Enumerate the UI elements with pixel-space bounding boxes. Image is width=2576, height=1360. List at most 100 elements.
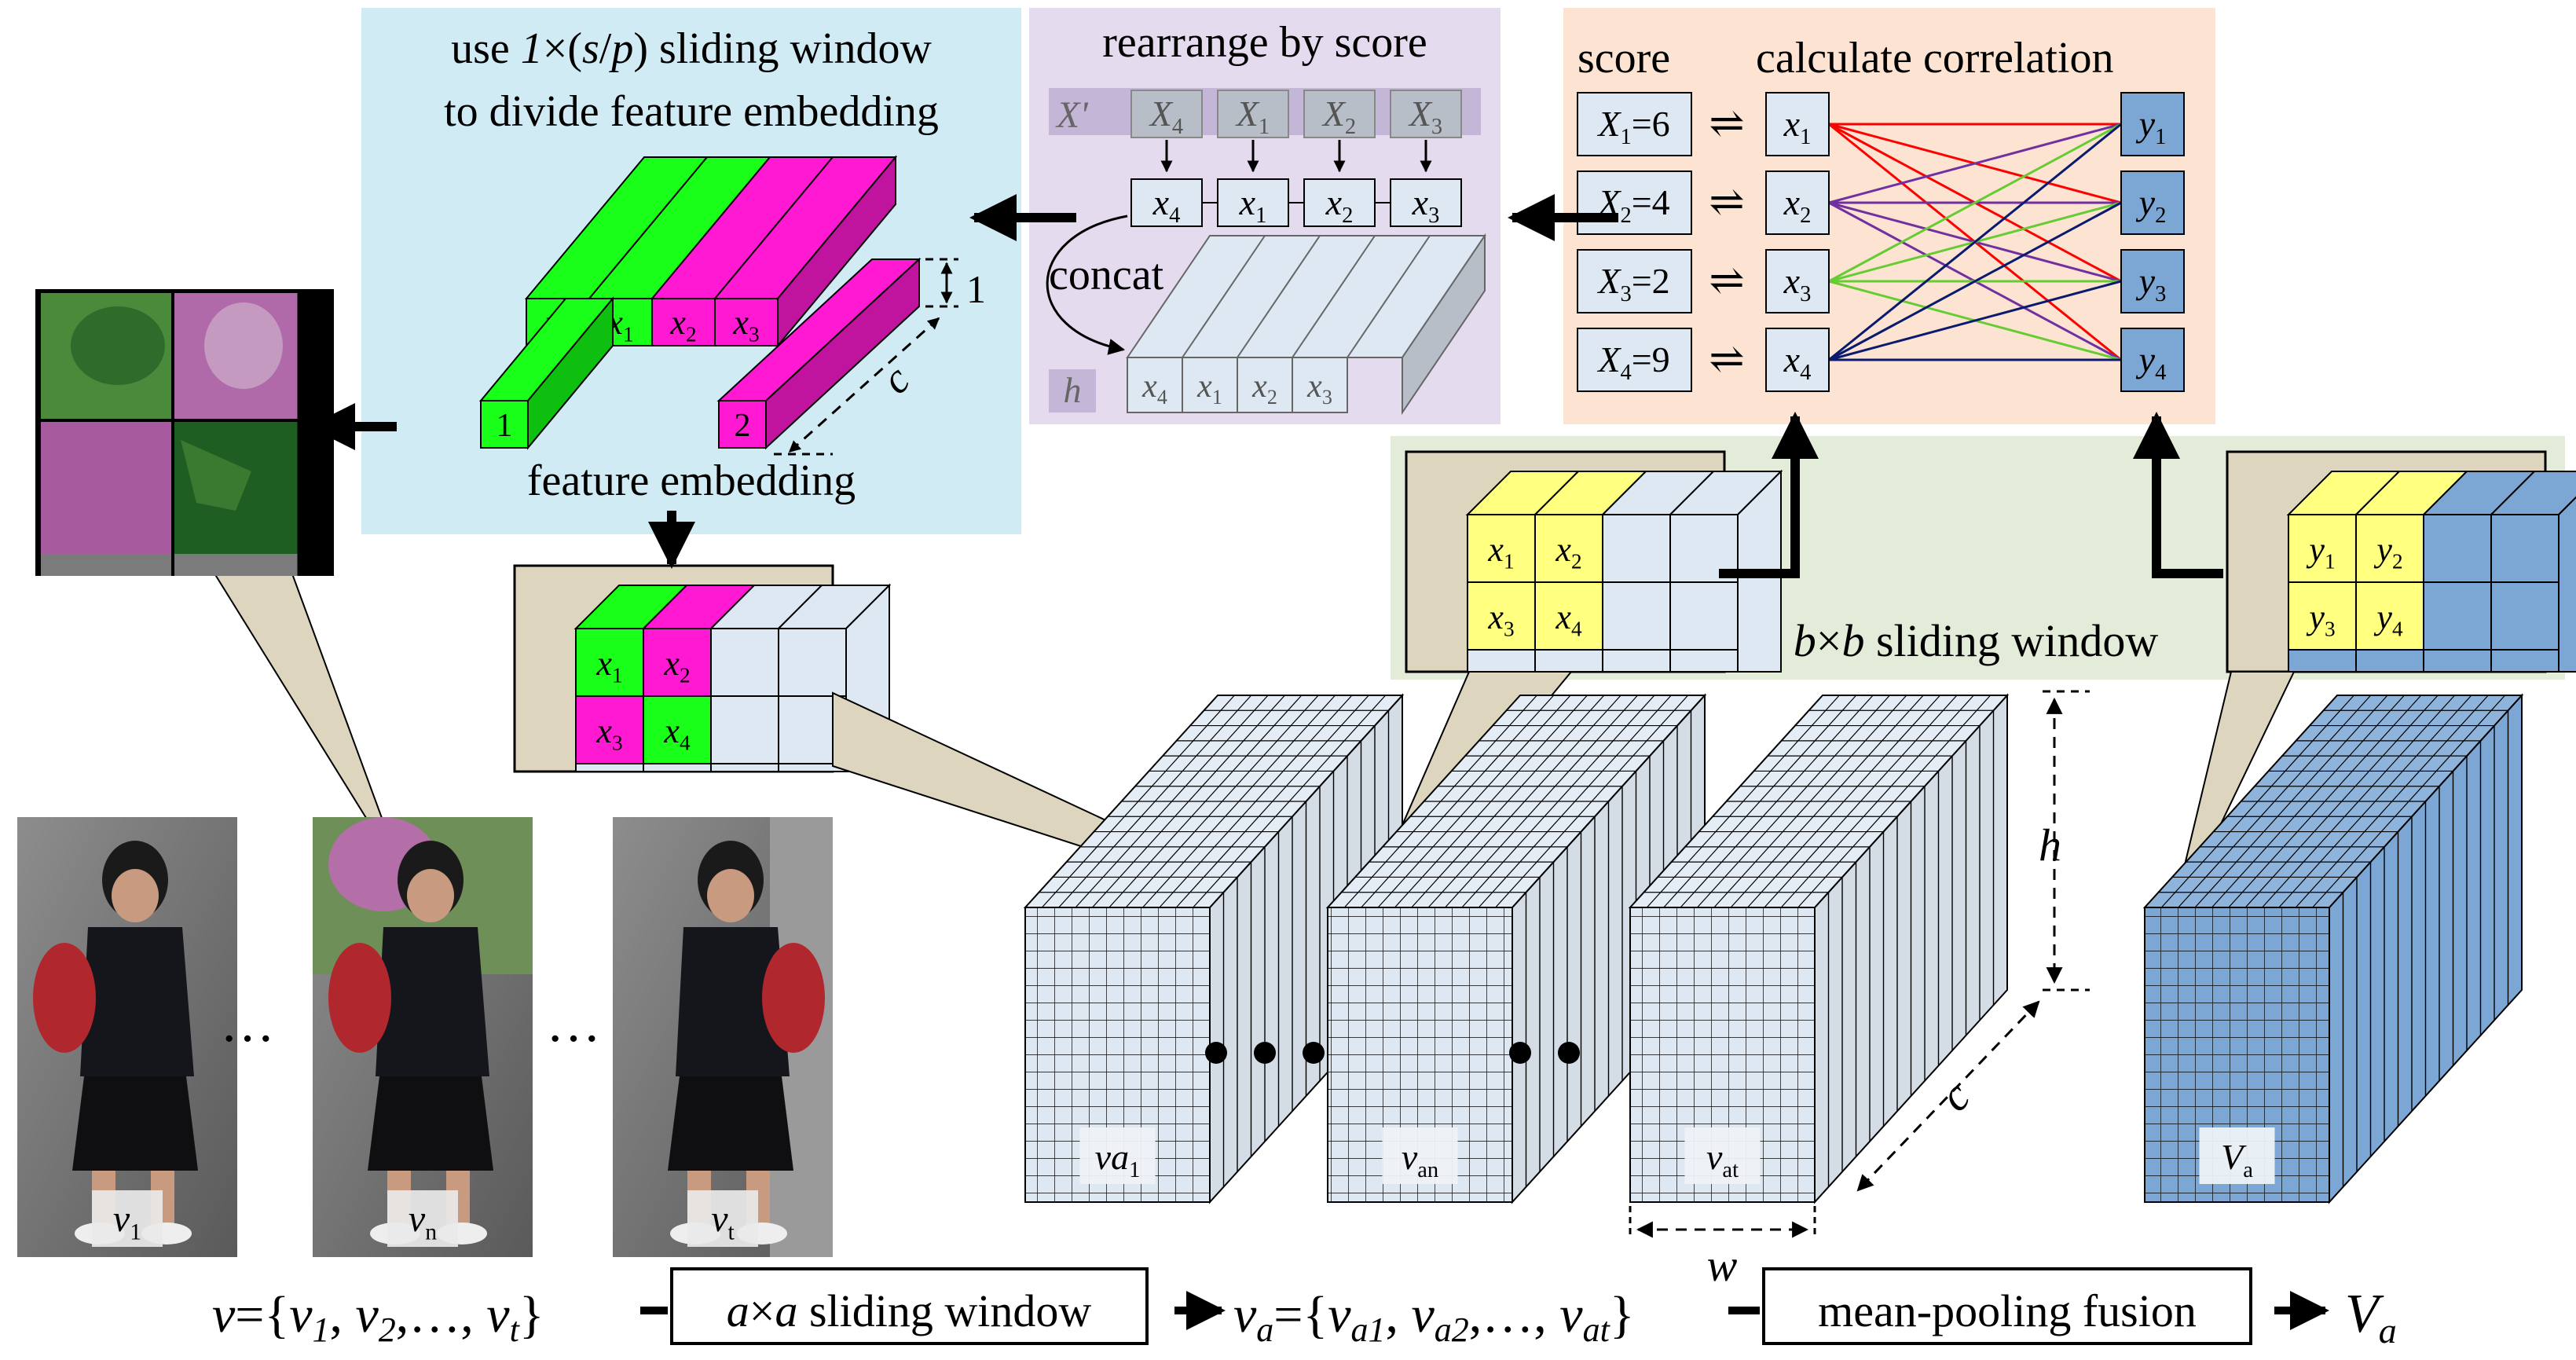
bxb-label: b×b sliding window — [1794, 615, 2159, 666]
frames-ellipsis-1: ··· — [220, 1009, 275, 1069]
zoom-grid-cell — [2355, 649, 2424, 673]
svg-text:x1: x1 — [595, 644, 622, 687]
h-dim-label: h — [2039, 819, 2061, 871]
row-h-label: h — [1064, 370, 1082, 410]
score-box — [1577, 328, 1692, 392]
mean-pool-box — [1762, 1267, 2252, 1345]
rearrange-node-cell — [1390, 178, 1462, 227]
mean-pool-label: mean-pooling fusion — [1818, 1285, 2197, 1336]
axa-window-box — [670, 1267, 1149, 1345]
v-set: v={v1, v2,…, vt} — [212, 1286, 544, 1349]
feature-tensor: Va — [2142, 693, 2524, 1204]
x-node — [1765, 328, 1830, 392]
svg-text:X1: X1 — [1235, 93, 1270, 139]
svg-text:x4: x4 — [1152, 182, 1181, 228]
rearrange-score-cell — [1390, 90, 1462, 138]
flow-arrows — [308, 194, 2329, 1330]
xprime-label: X' — [1055, 94, 1088, 136]
axa-label: a×a sliding window — [727, 1285, 1092, 1336]
zoom-grid-cell — [1669, 649, 1739, 673]
rearrange-title: rearrange by score — [1102, 18, 1427, 67]
zoom-grid-cell — [575, 695, 644, 764]
svg-text:x4: x4 — [663, 712, 691, 755]
emb-1-label: 1 — [497, 408, 513, 444]
zoom-patch — [35, 289, 334, 576]
embedding-bar-1: 1 — [478, 296, 615, 450]
zoom-grid-cell — [1602, 649, 1671, 673]
equilibrium-icon: ⇌ — [1709, 100, 1744, 147]
svg-text:Va: Va — [2221, 1137, 2253, 1182]
score-box — [1577, 249, 1692, 313]
corr-title: calculate correlation — [1756, 34, 2114, 82]
va-set: va={va1, va2,…, vat} — [1233, 1286, 1635, 1349]
slide-window-panel: use 1×(s/p) sliding window to divide fea… — [361, 8, 1021, 534]
svg-text:x3: x3 — [595, 712, 622, 755]
frame-photo: v1 — [17, 817, 237, 1257]
svg-text:y3: y3 — [2136, 261, 2167, 306]
svg-text:y4: y4 — [2373, 598, 2403, 641]
rearrange-node-cell — [1217, 178, 1289, 227]
c-dim-label: c — [1929, 1071, 1980, 1121]
zoom-grid-cell — [1602, 514, 1671, 583]
svg-text:vat: vat — [1706, 1137, 1739, 1182]
svg-text:x3: x3 — [1487, 598, 1514, 641]
equilibrium-icon: ⇌ — [1709, 257, 1744, 304]
x-node — [1765, 170, 1830, 235]
concat-cell — [1292, 357, 1348, 413]
svg-text:y1: y1 — [2136, 104, 2167, 149]
svg-text:x3: x3 — [1306, 368, 1332, 409]
correlation-panel: score calculate correlation X1=6⇌x1X2=4⇌… — [1563, 8, 2215, 424]
svg-text:X4: X4 — [1149, 93, 1183, 139]
embedding-cell — [714, 298, 779, 346]
bottom-formula: v={v1, v2,…, vt} a×a sliding window va={… — [212, 1267, 2397, 1351]
zoom-grid-cell — [643, 695, 712, 764]
svg-text:y1: y1 — [2306, 530, 2335, 574]
slide-title-2: to divide feature embedding — [444, 87, 939, 136]
zoom-grid-cell — [2490, 581, 2560, 651]
zoom-grid-cell — [2288, 649, 2357, 673]
svg-text:vt: vt — [711, 1198, 735, 1245]
concat-cell — [1237, 357, 1293, 413]
rearrange-node-cell — [1303, 178, 1376, 227]
frame-photo: vn — [313, 817, 533, 1257]
w-dim-label: w — [1707, 1240, 1738, 1291]
svg-text:x1: x1 — [1783, 104, 1812, 149]
zoom-grid-cell — [575, 763, 644, 772]
concat-cell — [1182, 357, 1238, 413]
zoom-grid-cell — [710, 763, 779, 772]
rearrange-score-cell — [1217, 90, 1289, 138]
equilibrium-icon: ⇌ — [1709, 335, 1744, 383]
score-box — [1577, 92, 1692, 156]
rearrange-score-cell — [1130, 90, 1203, 138]
svg-text:x2: x2 — [1555, 530, 1581, 574]
svg-text:va1: va1 — [1095, 1137, 1141, 1182]
svg-text:x2: x2 — [669, 303, 696, 346]
frames-ellipsis-2: ··· — [546, 1009, 601, 1069]
correlation-edge — [1828, 280, 2122, 361]
svg-text:vn: vn — [409, 1198, 437, 1245]
zoom-grid-cell — [1534, 514, 1603, 583]
svg-text:v1: v1 — [113, 1198, 141, 1245]
x-node — [1765, 92, 1830, 156]
svg-text:x1: x1 — [1239, 182, 1267, 228]
svg-text:x2: x2 — [1325, 182, 1354, 228]
correlation-edge — [1828, 123, 2122, 204]
zoom-grid-cell — [1467, 514, 1536, 583]
svg-text:X3: X3 — [1408, 93, 1442, 139]
feature-tensor: vat — [1628, 693, 2010, 1204]
embedding-cell — [651, 298, 716, 346]
svg-text:y2: y2 — [2373, 530, 2402, 574]
x-node — [1765, 249, 1830, 313]
feature-embedding-label: feature embedding — [527, 456, 856, 505]
concat-label: concat — [1049, 251, 1164, 299]
y-node — [2120, 328, 2185, 392]
equilibrium-icon: ⇌ — [1709, 178, 1744, 225]
svg-text:x1: x1 — [1487, 530, 1514, 574]
Va-output: Va — [2345, 1284, 2397, 1351]
zoom-grid-cell — [2423, 649, 2492, 673]
zoom-grid-cell — [643, 763, 712, 772]
svg-text:x3: x3 — [1783, 261, 1812, 306]
